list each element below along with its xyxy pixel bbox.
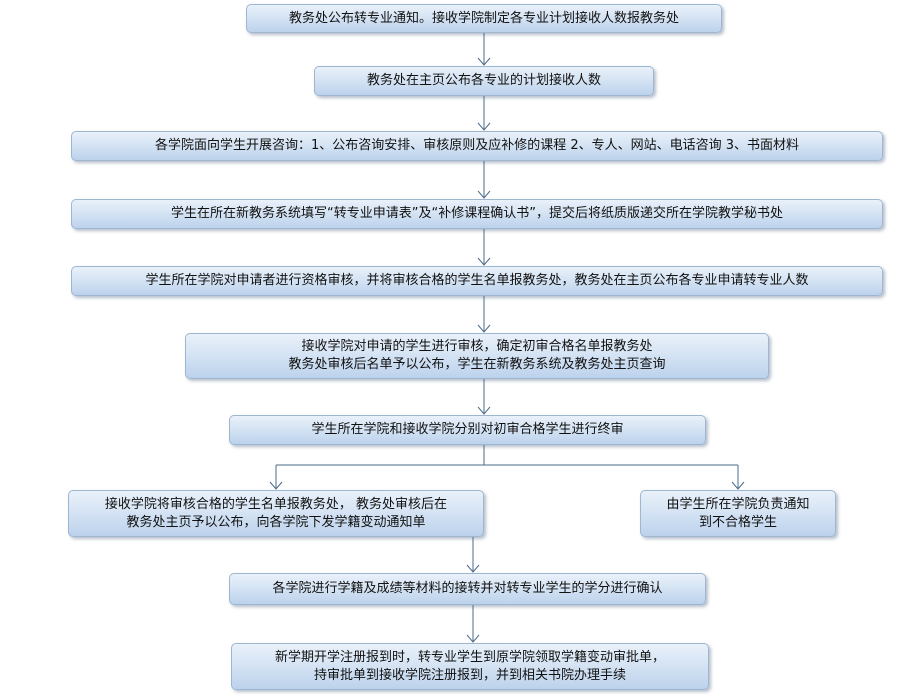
step-preliminary-review-line-1: 接收学院对申请的学生进行审核，确定初审合格名单报教务处 [301, 339, 653, 354]
step-rejected-branch-line-1: 由学生所在学院负责通知 [666, 496, 810, 512]
step-rejected-branch-box: 由学生所在学院负责通知 到不合格学生 [640, 490, 836, 537]
step-qualification-review-box: 学生所在学院对申请者进行资格审核，并将审核合格的学生名单报教务处，教务处在主页公… [71, 266, 883, 296]
step-approved-branch-line-2: 教务处主页予以公布，向各学院下发学籍变动通知单 [126, 514, 426, 530]
step-qualification-review-line-1: 学生所在学院对申请者进行资格审核，并将审核合格的学生名单报教务处，教务处在主页公… [145, 273, 809, 288]
step-registration-line-1: 新学期开学注册报到时，转专业学生到原学院领取学籍变动审批单， [274, 649, 665, 665]
arrow-6-to-7-head [477, 406, 491, 415]
step-publish-notice-line-1: 教务处公布转专业通知。接收学院制定各专业计划接收人数报教务处 [288, 10, 679, 26]
step-publish-quota-box: 教务处在主页公布各专业的计划接收人数 [314, 66, 654, 96]
step-registration-line-2: 持审批单到接收学院注册报到，并到相关书院办理手续 [313, 667, 626, 683]
arrow-9-to-10-head [466, 634, 480, 643]
arrow-8a-to-9-head [466, 564, 480, 573]
step-consultation-line-1: 各学院面向学生开展咨询：1、公布咨询安排、审核原则及应补修的课程 2、专人、网站… [154, 138, 800, 153]
arrow-7-to-8a-head [269, 481, 283, 490]
step-publish-notice-box: 教务处公布转专业通知。接收学院制定各专业计划接收人数报教务处 [246, 4, 722, 33]
arrow-5-to-6-head [477, 324, 491, 333]
step-records-transfer-box: 各学院进行学籍及成绩等材料的接转并对转专业学生的学分进行确认 [229, 573, 706, 605]
arrow-2-to-3-head [477, 122, 491, 131]
step-records-transfer-line-1: 各学院进行学籍及成绩等材料的接转并对转专业学生的学分进行确认 [272, 581, 663, 596]
step-approved-branch-line-1: 接收学院将审核合格的学生名单报教务处， 教务处审核后在 [104, 496, 448, 512]
step-preliminary-review-box: 接收学院对申请的学生进行审核，确定初审合格名单报教务处 教务处审核后名单予以公布… [185, 333, 769, 379]
arrow-3-to-4-head [477, 190, 491, 199]
arrow-1-to-2-head [477, 57, 491, 66]
step-registration-box: 新学期开学注册报到时，转专业学生到原学院领取学籍变动审批单， 持审批单到接收学院… [231, 643, 709, 690]
step-application-line-1: 学生在所在新教务系统填写“转专业申请表”及“补修课程确认书”，提交后将纸质版递交… [171, 206, 783, 221]
step-approved-branch-box: 接收学院将审核合格的学生名单报教务处， 教务处审核后在 教务处主页予以公布，向各… [68, 490, 484, 537]
arrow-4-to-5-head [477, 257, 491, 266]
arrow-7-to-8b-head [731, 481, 745, 490]
step-consultation-box: 各学院面向学生开展咨询：1、公布咨询安排、审核原则及应补修的课程 2、专人、网站… [71, 131, 883, 161]
step-preliminary-review-line-2: 教务处审核后名单予以公布，学生在新教务系统及教务处主页查询 [288, 357, 666, 372]
step-application-box: 学生在所在新教务系统填写“转专业申请表”及“补修课程确认书”，提交后将纸质版递交… [71, 199, 883, 229]
step-rejected-branch-line-2: 到不合格学生 [698, 514, 777, 530]
step-final-review-box: 学生所在学院和接收学院分别对初审合格学生进行终审 [229, 415, 706, 445]
step-final-review-line-1: 学生所在学院和接收学院分别对初审合格学生进行终审 [311, 422, 624, 437]
step-publish-quota-line-1: 教务处在主页公布各专业的计划接收人数 [366, 73, 601, 88]
